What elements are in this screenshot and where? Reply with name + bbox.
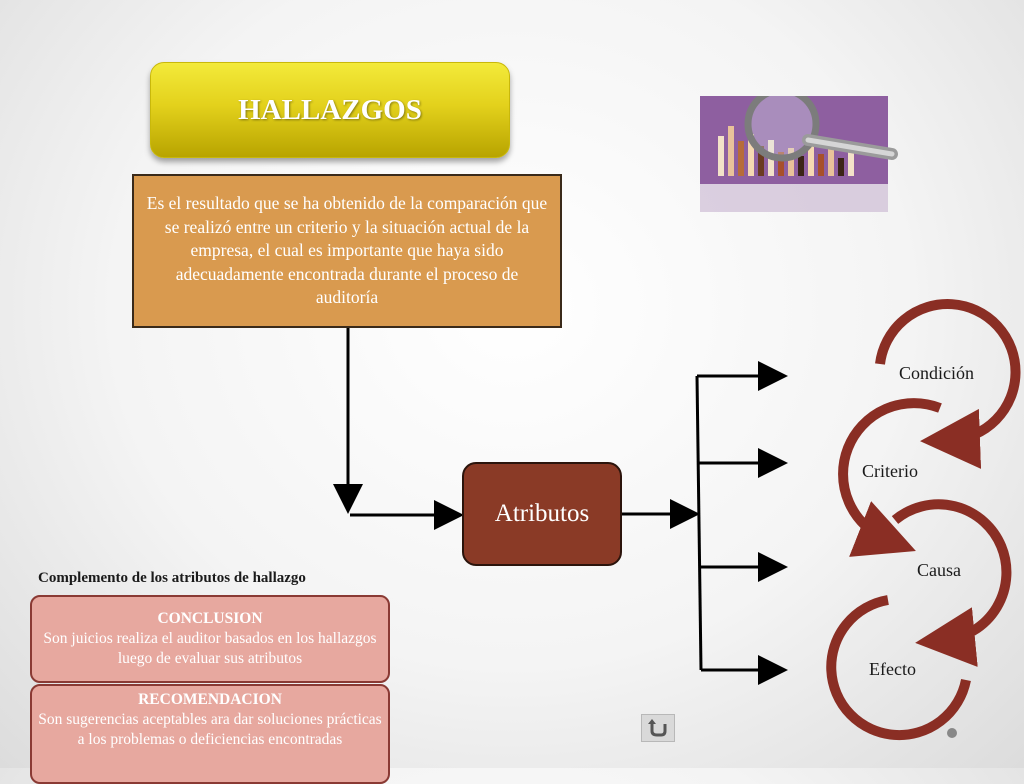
- conclusion-title: CONCLUSION: [157, 610, 263, 627]
- back-arrow-icon: [648, 719, 667, 737]
- cycle-label-criterio: Criterio: [862, 461, 918, 481]
- causa-arc: [891, 499, 1012, 667]
- magnifier-chart-icon: [700, 96, 898, 212]
- criterio-arc: [838, 398, 942, 557]
- recommendation-box: RECOMENDACION Son sugerencias aceptables…: [30, 684, 390, 784]
- connector-lines: [333, 328, 788, 685]
- conclusion-box: CONCLUSION Son juicios realiza el audito…: [30, 595, 390, 683]
- conclusion-text: Son juicios realiza el auditor basados e…: [43, 630, 377, 667]
- attributes-box: Atributos: [462, 462, 622, 566]
- cycle-label-causa: Causa: [917, 560, 961, 580]
- recommendation-text: Son sugerencias aceptables ara dar soluc…: [38, 711, 382, 748]
- definition-box: Es el resultado que se ha obtenido de la…: [132, 174, 562, 328]
- back-button[interactable]: [641, 714, 675, 742]
- condicion-arc: [875, 299, 1021, 469]
- complement-heading: Complemento de los atributos de hallazgo: [38, 570, 306, 586]
- attributes-cycle: Condición Criterio Causa Efecto: [826, 299, 1021, 741]
- cycle-label-efecto: Efecto: [869, 659, 916, 679]
- slide-indicator-dot: [947, 728, 957, 738]
- recommendation-title: RECOMENDACION: [138, 691, 282, 708]
- branch-vertical-line: [695, 375, 703, 671]
- cycle-label-condicion: Condición: [899, 363, 974, 383]
- page-title: HALLAZGOS: [150, 62, 510, 158]
- efecto-arc: [826, 595, 971, 741]
